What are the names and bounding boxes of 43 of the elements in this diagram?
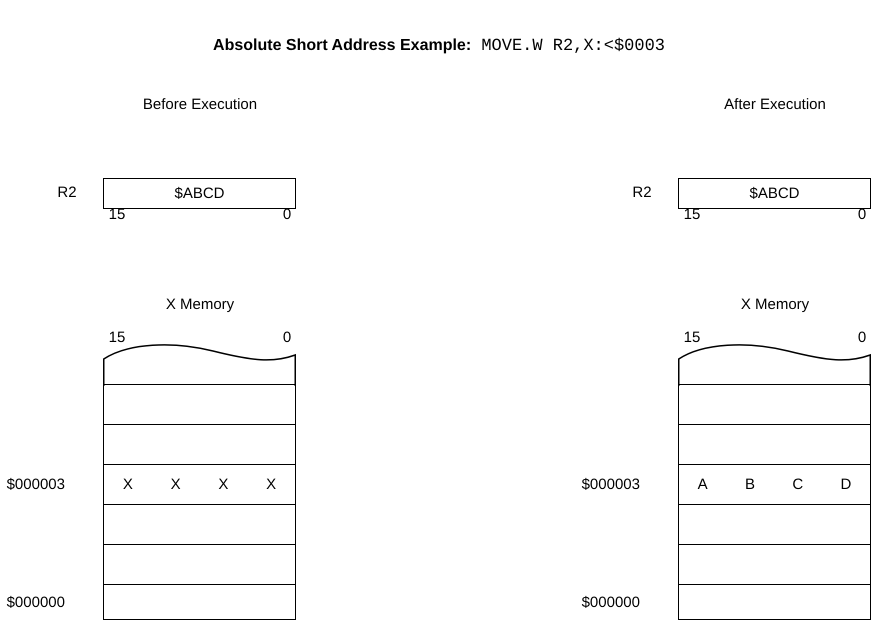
memory-cell xyxy=(678,424,871,465)
bit-number: 0 xyxy=(282,206,292,224)
bit-value: X xyxy=(170,476,181,493)
memory-top-wavy-cell xyxy=(103,343,296,385)
register-name: R2 xyxy=(57,184,77,202)
bit-value: X xyxy=(122,476,133,493)
register-value: $ABCD xyxy=(749,185,800,202)
memory-top-wavy-cell xyxy=(678,343,871,385)
bit-value: B xyxy=(744,476,755,493)
memory-cell xyxy=(678,464,871,505)
memory-cell xyxy=(678,544,871,585)
memory-cell xyxy=(103,464,296,505)
register-box xyxy=(103,178,296,209)
memory-cell xyxy=(103,424,296,465)
memory-cell xyxy=(678,384,871,425)
memory-cell xyxy=(678,504,871,545)
bit-number: 0 xyxy=(858,206,866,224)
panel-heading: Before Execution xyxy=(142,96,258,114)
memory-cell xyxy=(678,584,871,620)
memory-address: $000000 xyxy=(582,594,640,612)
memory-cell xyxy=(103,584,296,620)
bit-value: C xyxy=(792,476,804,493)
bit-number: 15 xyxy=(108,329,126,347)
memory-address: $000003 xyxy=(582,476,640,494)
memory-address: $000000 xyxy=(6,594,65,612)
register-box xyxy=(678,178,871,209)
memory-heading: X Memory xyxy=(166,296,234,314)
memory-address: $000003 xyxy=(6,476,65,494)
memory-heading: X Memory xyxy=(740,296,810,314)
bit-number: 0 xyxy=(858,329,866,347)
bit-value: D xyxy=(840,476,852,493)
diagram-title: Absolute Short Address Example: MOVE.W R2,X:<$0003 xyxy=(212,37,666,56)
bit-value: X xyxy=(218,476,228,493)
bit-value: A xyxy=(698,476,708,493)
bit-number: 15 xyxy=(684,329,700,347)
register-name: R2 xyxy=(632,184,652,202)
panel-heading: After Execution xyxy=(724,96,826,114)
memory-cell xyxy=(103,544,296,585)
memory-cell xyxy=(103,504,296,545)
memory-cell xyxy=(103,384,296,425)
bit-value: X xyxy=(266,476,276,493)
register-value: $ABCD xyxy=(174,185,225,202)
bit-number: 0 xyxy=(282,329,292,347)
